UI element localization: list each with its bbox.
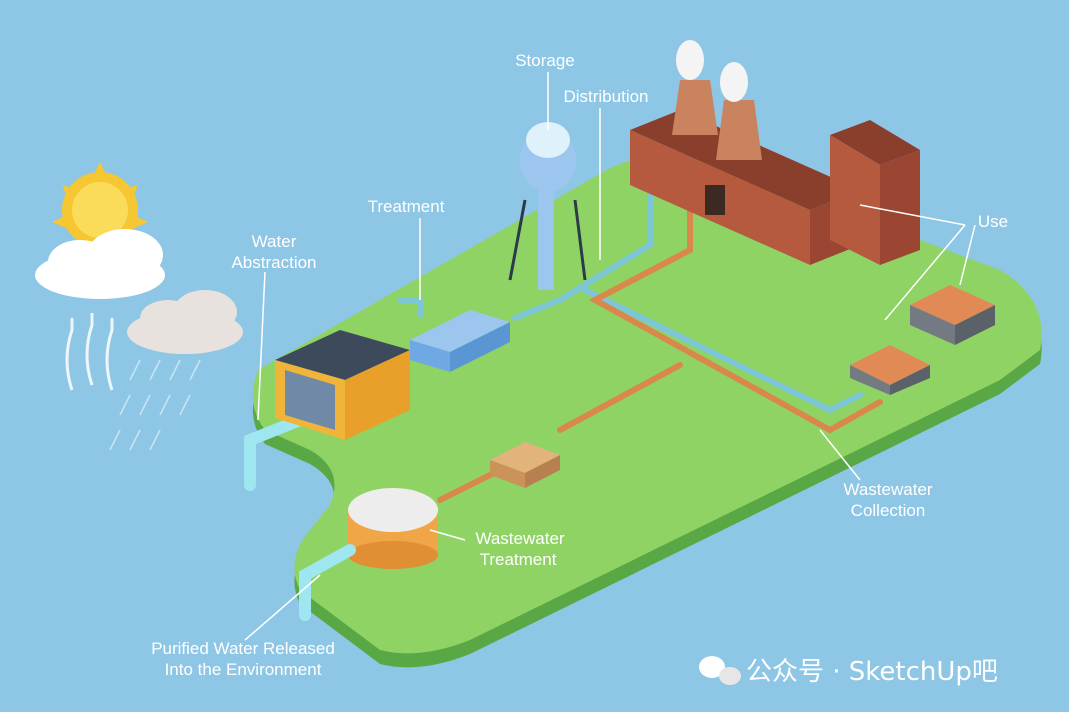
- label-leaders: [244, 72, 976, 641]
- wastewater-treatment-box: [490, 442, 560, 488]
- storage-label: Storage: [515, 51, 575, 70]
- smoke-icon: [676, 40, 748, 102]
- pump-house-building: [275, 330, 410, 440]
- house-front: [850, 345, 930, 395]
- white-cloud-icon: [35, 229, 165, 299]
- distribution-label: Distribution: [563, 87, 648, 106]
- water-tower: [508, 122, 587, 290]
- treatment-tank: [410, 310, 510, 372]
- wastewater-treatment-tank: [348, 488, 438, 569]
- evaporation-arrows-icon: [65, 313, 114, 391]
- land-platform: [252, 155, 1042, 668]
- rain-icon: [109, 359, 201, 451]
- purified-water-label-line1: Purified Water Released: [151, 639, 335, 658]
- watermark-text: 公众号 · SketchUp吧: [746, 657, 998, 687]
- house-back: [910, 285, 995, 345]
- clean-water-pipes: [397, 172, 863, 413]
- wastewater-collection-label-line2: Collection: [851, 501, 926, 520]
- purified-water-label-line2: Into the Environment: [165, 660, 322, 679]
- use-label: Use: [978, 212, 1008, 231]
- wastewater-treatment-label-line1: Wastewater: [475, 529, 564, 548]
- cooling-towers: [672, 80, 762, 160]
- outflow-pipe: [299, 544, 356, 621]
- wastewater-treatment-label-line2: Treatment: [480, 550, 557, 569]
- water-abstraction-label-line2: Abstraction: [231, 253, 316, 272]
- sun-icon: [52, 162, 148, 248]
- treatment-label: Treatment: [368, 197, 445, 216]
- abstraction-pipe: [244, 414, 306, 491]
- factory-building: [630, 110, 920, 265]
- wastewater-collection-label-line1: Wastewater: [843, 480, 932, 499]
- water-abstraction-label-line1: Water: [252, 232, 297, 251]
- wechat-icon: [699, 656, 741, 685]
- rain-cloud-icon: [127, 290, 243, 354]
